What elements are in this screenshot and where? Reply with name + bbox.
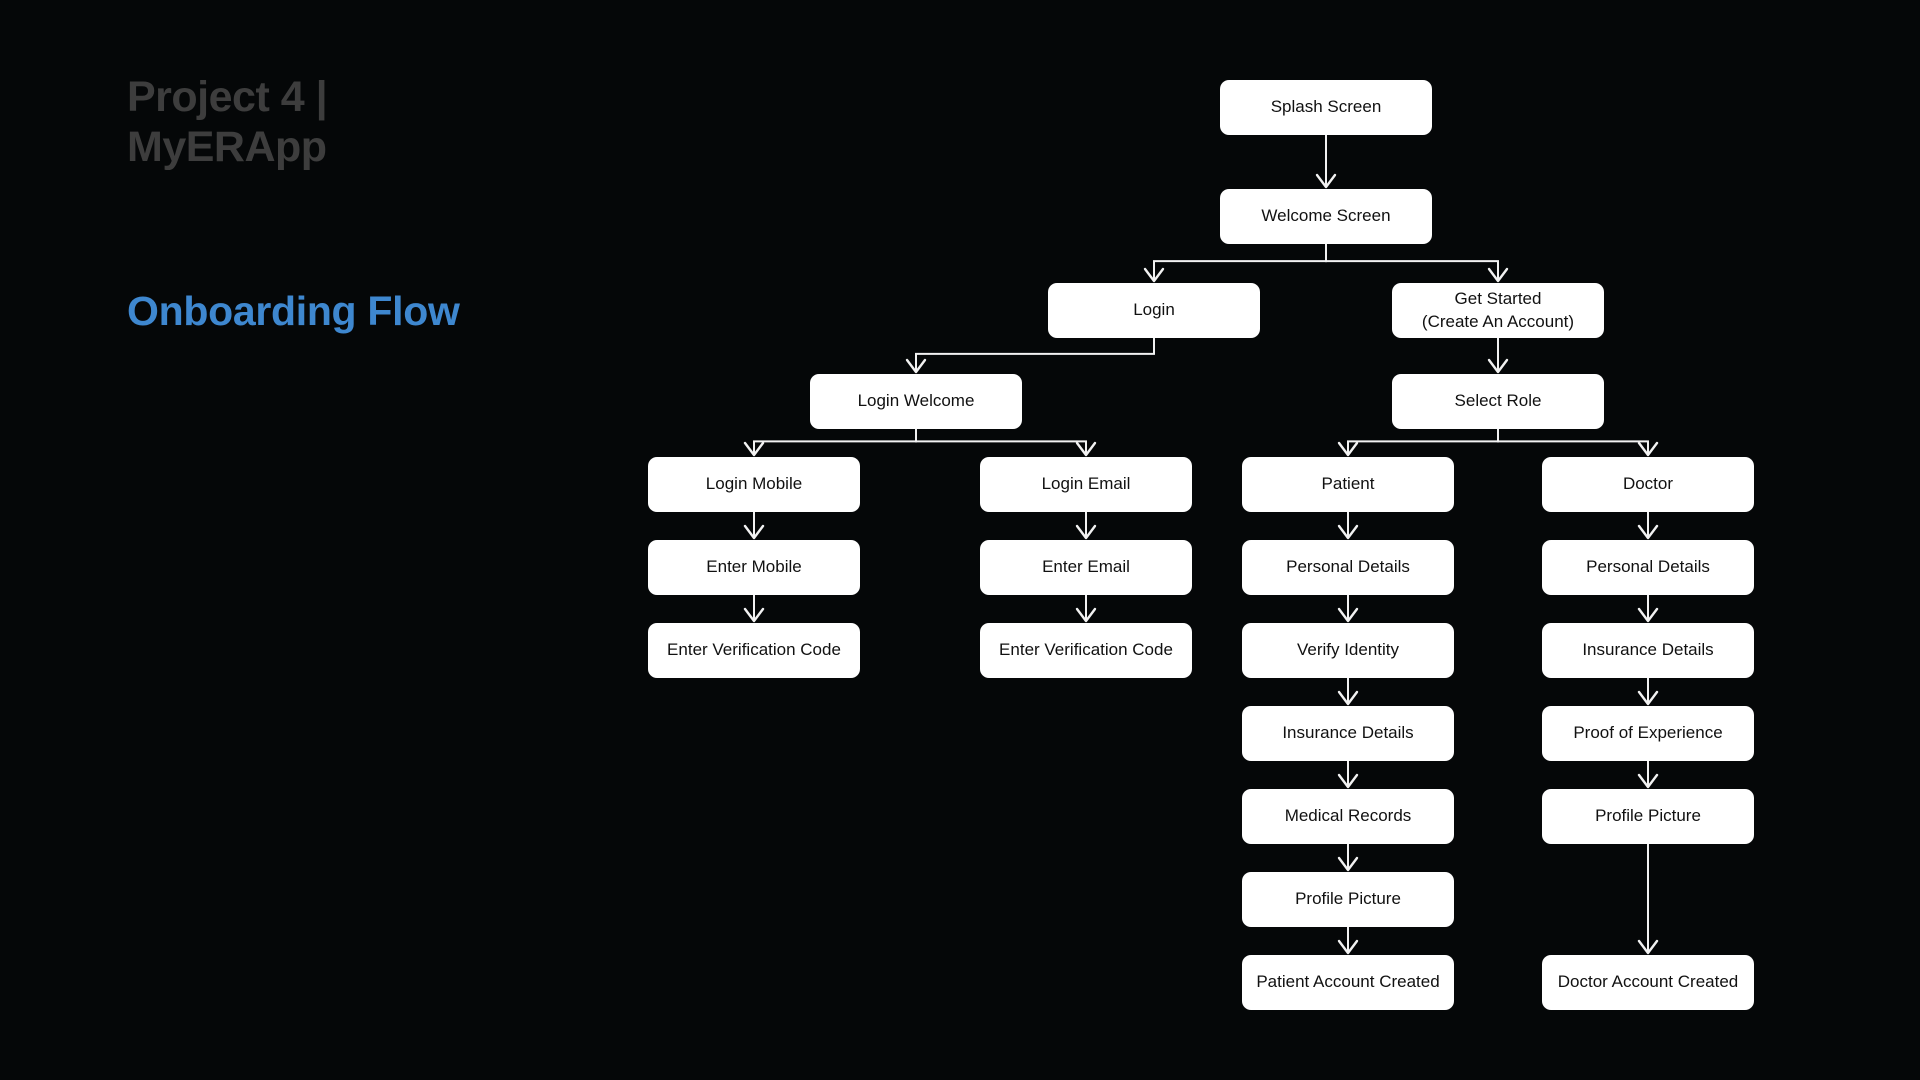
edge-d_picture-to-d_created <box>1637 844 1659 955</box>
edge-loginwelcome-to-loginemail <box>915 429 1097 457</box>
flow-node-p_medical[interactable]: Medical Records <box>1242 789 1454 844</box>
flow-node-d_picture[interactable]: Profile Picture <box>1542 789 1754 844</box>
flow-node-loginmobile[interactable]: Login Mobile <box>648 457 860 512</box>
flow-node-login[interactable]: Login <box>1048 283 1260 338</box>
edge-p_personal-to-p_verify <box>1337 595 1359 623</box>
flow-node-d_personal[interactable]: Personal Details <box>1542 540 1754 595</box>
edge-welcome-to-login <box>1143 244 1327 283</box>
edge-welcome-to-getstarted <box>1325 244 1509 283</box>
edge-doctor-to-d_personal <box>1637 512 1659 540</box>
flow-node-p_picture[interactable]: Profile Picture <box>1242 872 1454 927</box>
edge-p_verify-to-p_insurance <box>1337 678 1359 706</box>
flow-title: Onboarding Flow <box>127 288 460 334</box>
flow-node-enteremail[interactable]: Enter Email <box>980 540 1192 595</box>
flow-node-entermobile[interactable]: Enter Mobile <box>648 540 860 595</box>
flow-node-d_insurance[interactable]: Insurance Details <box>1542 623 1754 678</box>
flow-node-p_personal[interactable]: Personal Details <box>1242 540 1454 595</box>
edge-login-to-loginwelcome <box>905 338 1155 374</box>
flow-node-splash[interactable]: Splash Screen <box>1220 80 1432 135</box>
edge-splash-to-welcome <box>1315 135 1337 189</box>
edge-loginmobile-to-entermobile <box>743 512 765 540</box>
edge-selectrole-to-patient <box>1337 429 1499 457</box>
edge-p_medical-to-p_picture <box>1337 844 1359 872</box>
edge-p_picture-to-p_created <box>1337 927 1359 955</box>
flow-node-patient[interactable]: Patient <box>1242 457 1454 512</box>
flow-node-mobilecode[interactable]: Enter Verification Code <box>648 623 860 678</box>
edge-p_insurance-to-p_medical <box>1337 761 1359 789</box>
edge-entermobile-to-mobilecode <box>743 595 765 623</box>
flow-node-p_verify[interactable]: Verify Identity <box>1242 623 1454 678</box>
flow-node-p_created[interactable]: Patient Account Created <box>1242 955 1454 1010</box>
edge-getstarted-to-selectrole <box>1487 338 1509 374</box>
flow-node-loginemail[interactable]: Login Email <box>980 457 1192 512</box>
flow-node-emailcode[interactable]: Enter Verification Code <box>980 623 1192 678</box>
flow-node-p_insurance[interactable]: Insurance Details <box>1242 706 1454 761</box>
edge-d_insurance-to-d_proof <box>1637 678 1659 706</box>
flow-node-loginwelcome[interactable]: Login Welcome <box>810 374 1022 429</box>
edge-d_proof-to-d_picture <box>1637 761 1659 789</box>
flow-node-selectrole[interactable]: Select Role <box>1392 374 1604 429</box>
flow-node-welcome[interactable]: Welcome Screen <box>1220 189 1432 244</box>
edge-d_personal-to-d_insurance <box>1637 595 1659 623</box>
flow-node-d_proof[interactable]: Proof of Experience <box>1542 706 1754 761</box>
flow-node-getstarted[interactable]: Get Started (Create An Account) <box>1392 283 1604 338</box>
edge-loginwelcome-to-loginmobile <box>743 429 917 457</box>
edge-loginemail-to-enteremail <box>1075 512 1097 540</box>
flow-node-d_created[interactable]: Doctor Account Created <box>1542 955 1754 1010</box>
edge-selectrole-to-doctor <box>1497 429 1659 457</box>
edge-patient-to-p_personal <box>1337 512 1359 540</box>
edge-enteremail-to-emailcode <box>1075 595 1097 623</box>
project-title: Project 4 | MyERApp <box>127 73 328 172</box>
flow-node-doctor[interactable]: Doctor <box>1542 457 1754 512</box>
